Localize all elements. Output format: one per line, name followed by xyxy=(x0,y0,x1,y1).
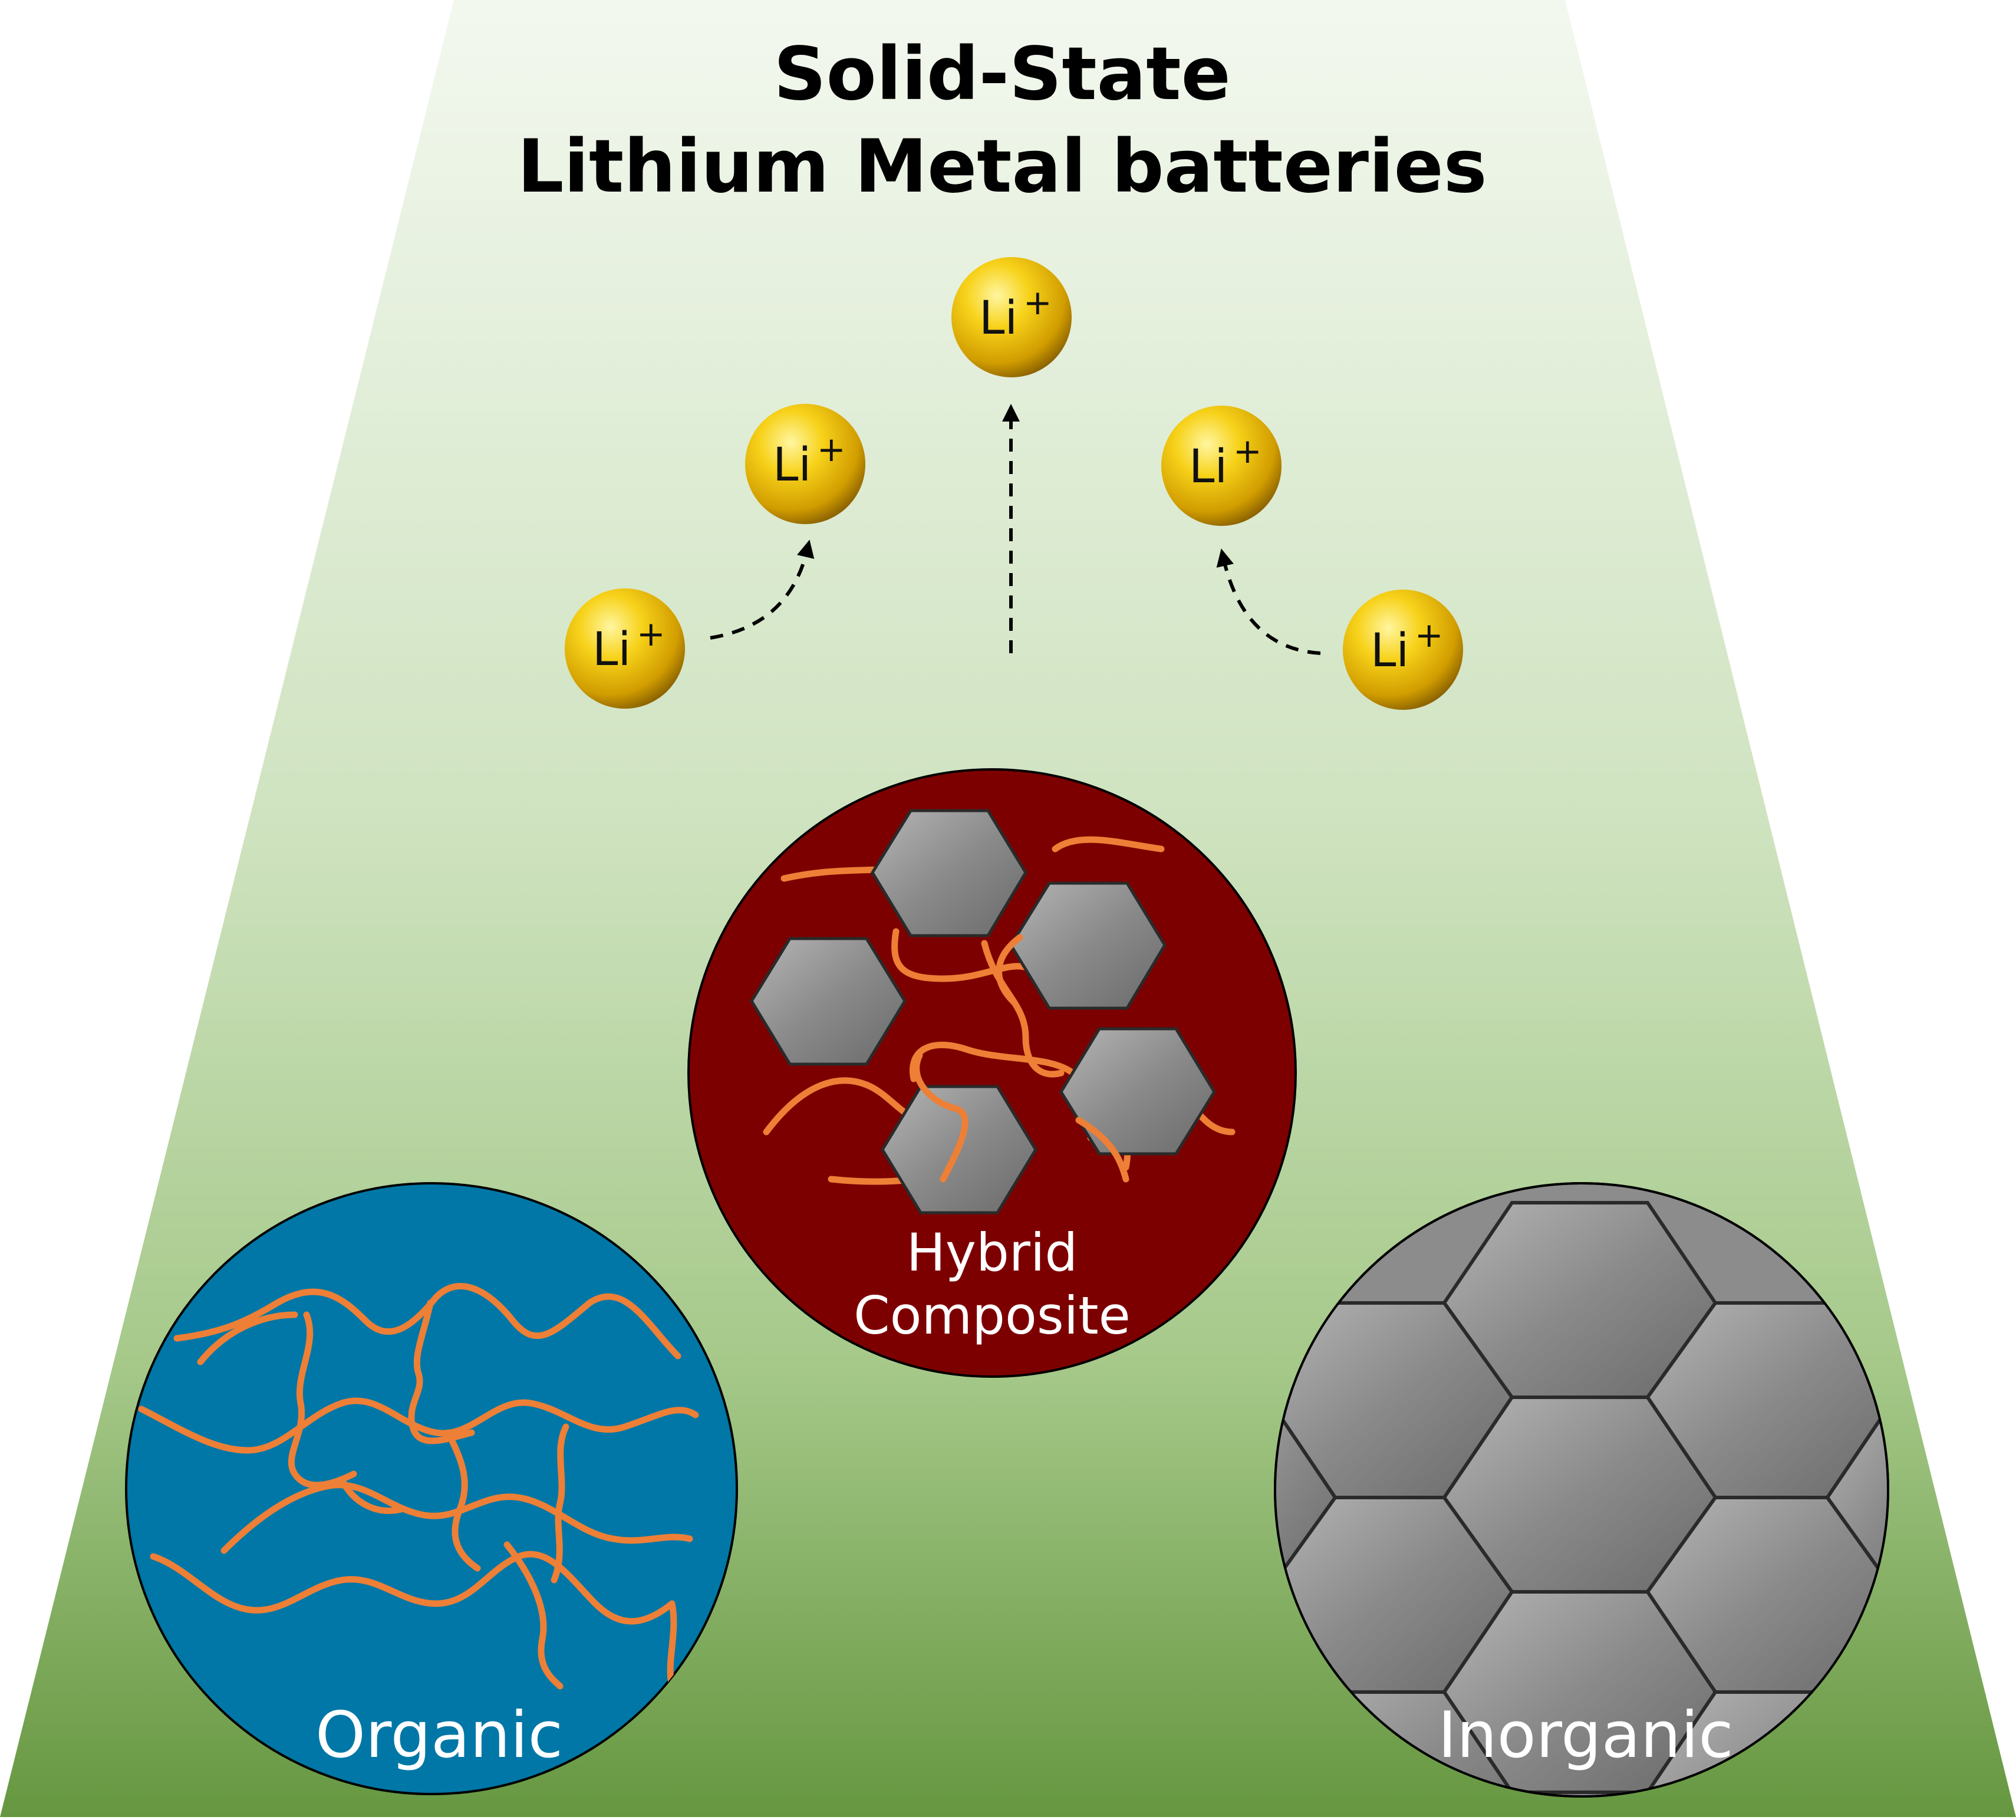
hybrid-polymer-overlay xyxy=(913,934,1129,1183)
lithium-ion-3: Li + xyxy=(1161,406,1282,526)
ion-charge: + xyxy=(817,429,846,469)
ion-label: Li xyxy=(1189,440,1227,493)
lithium-ion-5: Li + xyxy=(1343,590,1463,710)
ion-label: Li xyxy=(979,292,1017,345)
ion-charge: + xyxy=(637,614,666,654)
ion-charge: + xyxy=(1233,431,1262,471)
hybrid-ceramic-particles xyxy=(750,809,1216,1215)
organic-polymer-chains xyxy=(138,1283,699,1690)
title-line-2: Lithium Metal batteries xyxy=(518,124,1487,209)
inorganic-label: Inorganic xyxy=(1438,1699,1733,1772)
ion-label: Li xyxy=(592,623,631,676)
ion-label: Li xyxy=(773,439,811,492)
ion-charge: + xyxy=(1415,615,1444,655)
title-line-1: Solid-State xyxy=(773,32,1230,117)
arrow-left xyxy=(710,539,815,640)
lithium-ion-2: Li + xyxy=(745,404,865,524)
hybrid-label-line-2: Composite xyxy=(854,1285,1131,1346)
hybrid-composite-electrolyte: Hybrid Composite xyxy=(687,768,1297,1378)
ion-charge: + xyxy=(1023,282,1052,322)
lithium-ion-4: Li + xyxy=(565,588,685,709)
organic-label: Organic xyxy=(315,1699,563,1772)
ion-migration-arrows xyxy=(710,404,1321,655)
organic-electrolyte: Organic xyxy=(125,1182,738,1795)
ion-label: Li xyxy=(1371,624,1409,677)
hybrid-label-line-1: Hybrid xyxy=(907,1222,1078,1283)
lithium-ion-1: Li + xyxy=(951,257,1072,377)
arrow-right xyxy=(1216,548,1321,655)
